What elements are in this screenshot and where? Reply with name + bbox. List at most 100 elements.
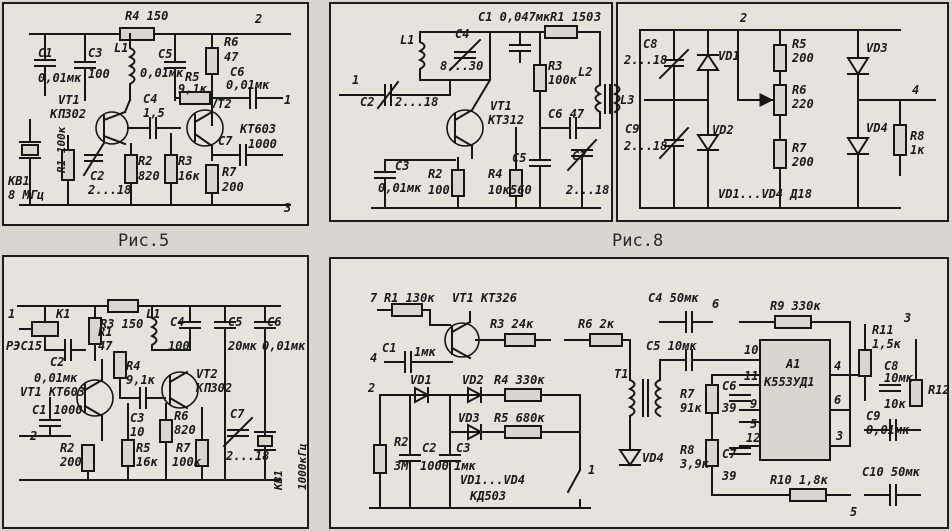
label-tr-r2: R2 — [428, 167, 442, 181]
label-tr-c8v: 2...18 — [623, 53, 667, 67]
circuit-fig5: R4 150 2 C1 0,01мк C3 100 L1 C5 0,01мк R… — [2, 2, 309, 226]
label-tl-r5v: 9,1к — [178, 82, 208, 96]
label-br-r10: R10 1,8к — [770, 473, 829, 487]
label-tl-r7: R7 — [222, 165, 237, 179]
label-br-a1t: К553УД1 — [763, 375, 815, 389]
label-br-c1: C1 — [382, 341, 396, 355]
label-tl-c2: C2 — [90, 169, 104, 183]
fig5-r6 — [205, 47, 219, 75]
label-tl-vt2: VT2 — [210, 97, 232, 111]
label-tr-vt1: VT1 — [490, 99, 512, 113]
label-br-r3: R3 24к — [490, 317, 534, 331]
label-tr-c6: C6 47 — [548, 107, 585, 121]
fig5-r4 — [119, 27, 155, 41]
label-br-r1: R1 130к — [384, 291, 435, 305]
label-tr-n4: 4 — [912, 83, 919, 97]
label-br-c4: C4 50мк — [648, 291, 699, 305]
label-tl-vt2t: КТ603 — [239, 122, 276, 136]
label-br-vd2: VD2 — [462, 373, 484, 387]
label-tr-r3: R3 — [548, 59, 562, 73]
label-tl-r1: R1 100к — [55, 126, 68, 173]
label-br-c9: C9 — [866, 409, 880, 423]
label-tr-c5: C5 — [512, 151, 526, 165]
label-bl-c4: C4 — [170, 315, 184, 329]
label-tr-r6v: 220 — [791, 97, 814, 111]
label-bl-c7: C7 — [230, 407, 245, 421]
label-bl-c5v: 20мк — [227, 339, 258, 353]
label-br-n2: 2 — [367, 381, 375, 395]
label-tr-c3: C3 — [395, 159, 409, 173]
label-tl-n3: 3 — [283, 201, 291, 215]
label-br-c8: C8 — [884, 359, 898, 373]
bottom-left-vt2 — [161, 371, 199, 409]
label-tr-r2v: 100 — [428, 183, 450, 197]
label-tl-l1: L1 — [114, 41, 128, 55]
label-bl-r4v: 9,1к — [126, 373, 156, 387]
label-br-r6: R6 2к — [578, 317, 615, 331]
label-tr-r8: R8 — [910, 129, 924, 143]
label-bl-vt1: VT1 КТ603 — [20, 385, 85, 399]
label-bl-r6: R6 — [174, 409, 188, 423]
label-tr-vd3: VD3 — [866, 41, 888, 55]
label-tl-r5: R5 — [185, 70, 199, 84]
label-tl-r3v: 16к — [178, 169, 200, 183]
label-br-p10: 10 — [744, 343, 758, 357]
label-br-n3: 3 — [903, 311, 911, 325]
label-br-vd1: VD1 — [410, 373, 432, 387]
label-tl-r2: R2 — [138, 154, 152, 168]
label-br-r9: R9 330к — [770, 299, 821, 313]
label-tr-c7v: 2...18 — [565, 183, 609, 197]
label-br-p12: 12 — [746, 431, 760, 445]
circuit-bottom-left: 1 К1 R3 150 L1 C4 C5 C6 R1 47 100 20мк 0… — [2, 255, 309, 529]
label-tl-vt1t: КП302 — [49, 107, 86, 121]
label-bl-c1: C1 1000 — [32, 403, 83, 417]
label-br-r7v: 91к — [680, 401, 702, 415]
label-br-r2v: 3М — [393, 459, 409, 473]
label-tl-c1v: 0,01мк — [38, 71, 82, 85]
label-tl-kb1v: 8 МГц — [8, 188, 44, 202]
label-br-r11: R11 — [872, 323, 894, 337]
label-br-c10: C10 50мк — [862, 465, 921, 479]
label-tr-n2: 2 — [739, 11, 747, 25]
fig5-frame — [2, 2, 309, 226]
label-bl-c2: C2 — [50, 355, 64, 369]
fig8-left-frame — [329, 2, 613, 222]
label-tr-c7: C7 — [572, 149, 587, 163]
label-bl-n2: 2 — [29, 429, 37, 443]
label-bl-r3: R3 150 — [100, 317, 143, 331]
label-bl-c3: C3 — [130, 411, 144, 425]
fig5-caption: Рис.5 — [118, 231, 169, 251]
label-br-c6v: 39 — [721, 401, 736, 415]
label-tr-c2v: 2...18 — [394, 95, 438, 109]
label-tl-c4v: 1,5 — [143, 106, 165, 120]
label-tr-c9v: 2...18 — [623, 139, 667, 153]
label-tr-vd4: VD4 — [866, 121, 888, 135]
label-br-sw1: 1 — [588, 463, 595, 477]
label-tl-r7v: 200 — [221, 180, 244, 194]
label-tr-r4: R4 — [488, 167, 502, 181]
label-bl-c7v: 2...18 — [225, 449, 269, 463]
label-br-p9: 9 — [750, 397, 757, 411]
label-br-p11: 11 — [744, 369, 758, 383]
label-br-r8v: 3,9к — [679, 457, 710, 471]
label-br-r7: R7 — [680, 387, 695, 401]
label-tr-l1: L1 — [400, 33, 414, 47]
label-tr-r5v: 200 — [791, 51, 814, 65]
label-tl-r6v: 47 — [224, 50, 239, 64]
label-tl-r3: R3 — [178, 154, 192, 168]
label-bl-c6v: 0,01мк — [262, 339, 306, 353]
fig5-vt2 — [186, 109, 224, 147]
label-tr-vdnote: VD1...VD4 Д18 — [718, 187, 812, 201]
label-tr-l2: L2 — [578, 65, 592, 79]
label-br-p4: 4 — [834, 359, 841, 373]
label-bl-c6: C6 — [267, 315, 281, 329]
label-br-c1v: 1мк — [414, 345, 436, 359]
label-tr-n1: 1 — [352, 73, 359, 87]
label-tl-kb1: КВ1 — [7, 174, 30, 188]
label-br-n6: 6 — [712, 297, 719, 311]
label-bl-r2v: 200 — [59, 455, 82, 469]
label-tl-r2v: 820 — [138, 169, 160, 183]
label-bl-n1: 1 — [8, 307, 15, 321]
label-tl-r6: R6 — [224, 35, 238, 49]
